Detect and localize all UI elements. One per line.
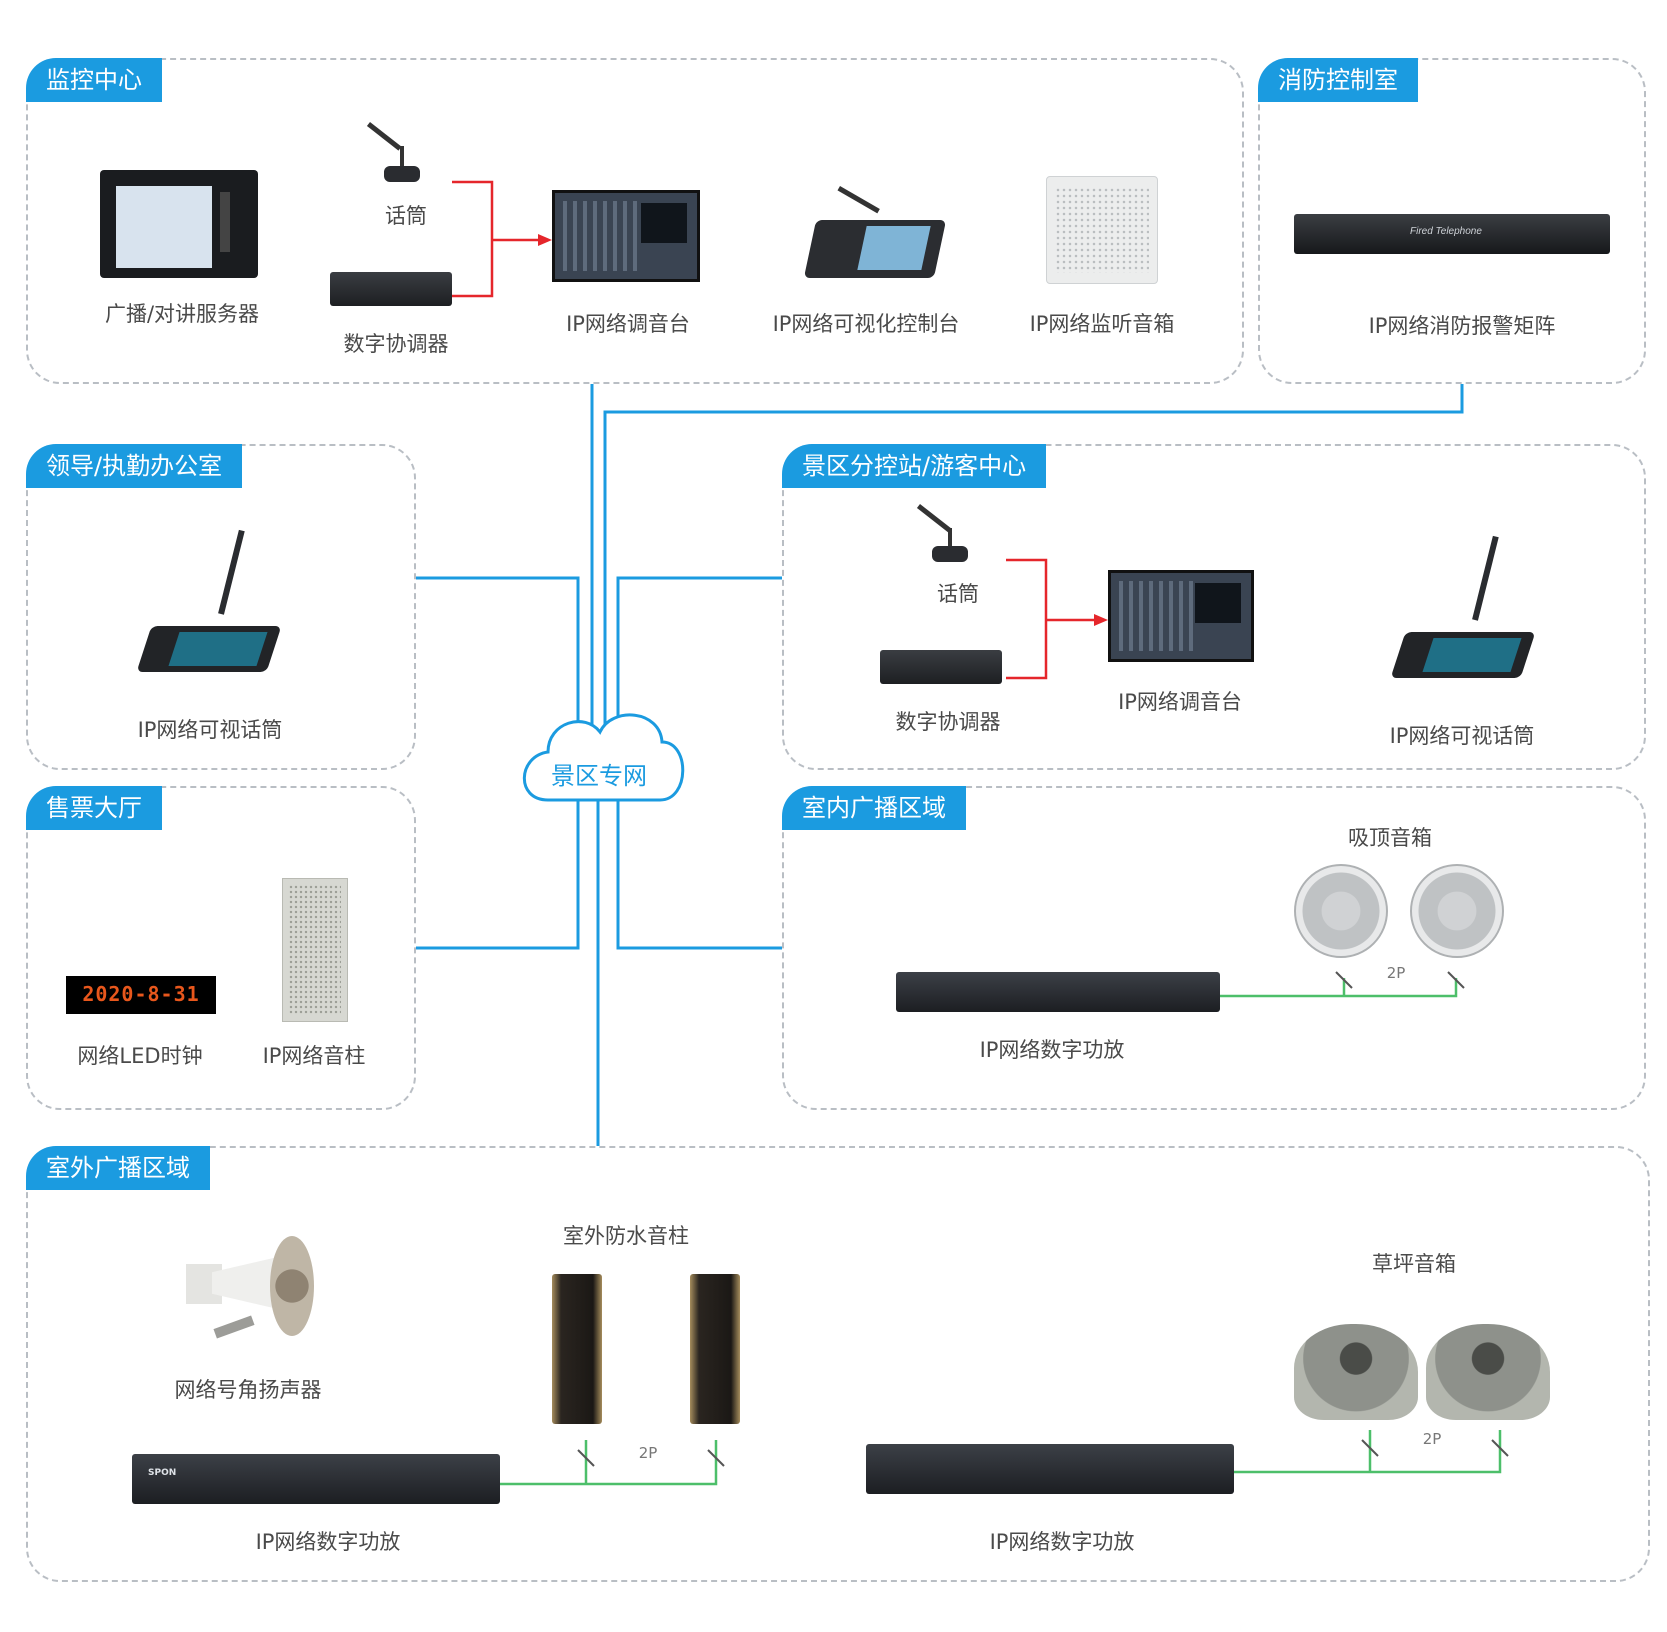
horn-speaker-label: 网络号角扬声器 — [174, 1378, 322, 1402]
coordinator-icon — [330, 272, 452, 306]
ceiling-speaker-icon — [1294, 864, 1388, 958]
microphone-icon — [364, 118, 434, 188]
branch-visual-mic-label: IP网络可视话筒 — [1389, 724, 1535, 748]
lawn-speaker-icon — [1426, 1324, 1550, 1420]
link-fire — [603, 384, 1464, 730]
branch-mixer-icon — [1108, 570, 1254, 662]
mixer-label: IP网络调音台 — [566, 312, 690, 336]
monitor-speaker-label: IP网络监听音箱 — [1029, 312, 1175, 336]
waterproof-column-label: 室外防水音柱 — [563, 1224, 689, 1248]
cloud-label: 景区专网 — [551, 762, 647, 790]
lawn-speaker-icon — [1294, 1324, 1418, 1420]
coordinator-label: 数字协调器 — [343, 332, 449, 356]
waterproof-column-icon — [690, 1274, 740, 1424]
zone-ticket — [26, 786, 416, 1110]
zone-fire — [1258, 58, 1646, 384]
zone-leader-title: 领导/执勤办公室 — [26, 444, 243, 488]
outdoor-wire-right-label: 2P — [1422, 1430, 1442, 1448]
ceiling-speaker-icon — [1410, 864, 1504, 958]
zone-indoor — [782, 786, 1646, 1110]
waterproof-column-icon — [552, 1274, 602, 1424]
column-speaker-icon — [282, 878, 348, 1022]
branch-mixer-label: IP网络调音台 — [1118, 690, 1242, 714]
fire-matrix-icon: Fired Telephone — [1294, 214, 1610, 254]
fire-matrix-label: IP网络消防报警矩阵 — [1368, 314, 1556, 338]
branch-microphone-icon — [914, 502, 984, 568]
mic-label: 话筒 — [385, 204, 427, 228]
zone-monitor-title: 监控中心 — [26, 58, 162, 102]
zone-outdoor — [26, 1146, 1650, 1582]
ceiling-speaker-label: 吸顶音箱 — [1348, 826, 1432, 850]
link-leader — [416, 576, 580, 730]
console-label: IP网络可视化控制台 — [772, 312, 960, 336]
indoor-wire-label: 2P — [1386, 964, 1406, 982]
led-clock-icon: 2020-8-31 — [66, 976, 216, 1014]
leader-visual-mic-label: IP网络可视话筒 — [137, 718, 283, 742]
console-icon — [800, 186, 947, 282]
lawn-speaker-label: 草坪音箱 — [1372, 1252, 1456, 1276]
branch-coordinator-icon — [880, 650, 1002, 684]
outdoor-amplifier-right-label: IP网络数字功放 — [989, 1530, 1135, 1554]
server-icon — [100, 170, 258, 278]
zone-branch-title: 景区分控站/游客中心 — [782, 444, 1047, 488]
branch-visual-mic-icon — [1390, 534, 1536, 682]
led-clock-label: 网络LED时钟 — [77, 1044, 203, 1068]
link-ticket — [416, 790, 580, 950]
indoor-amplifier-icon — [896, 972, 1220, 1012]
visual-mic-icon — [136, 528, 282, 676]
indoor-amplifier-label: IP网络数字功放 — [979, 1038, 1125, 1062]
cloud-icon — [522, 713, 685, 802]
monitor-speaker-icon — [1046, 176, 1158, 284]
outdoor-amplifier-right-icon — [866, 1444, 1234, 1494]
zone-branch — [782, 444, 1646, 770]
column-speaker-label: IP网络音柱 — [262, 1044, 366, 1068]
fire-matrix-brand: Fired Telephone — [1410, 226, 1482, 237]
branch-mic-label: 话筒 — [937, 582, 979, 606]
amp-brand: SPON — [148, 1468, 177, 1478]
zone-fire-title: 消防控制室 — [1258, 58, 1418, 102]
server-label: 广播/对讲服务器 — [104, 302, 260, 326]
outdoor-amplifier-left-icon: SPON — [132, 1454, 500, 1504]
branch-coordinator-label: 数字协调器 — [895, 710, 1001, 734]
outdoor-wire-left-label: 2P — [638, 1444, 658, 1462]
led-clock-display: 2020-8-31 — [82, 982, 200, 1006]
outdoor-amplifier-left-label: IP网络数字功放 — [255, 1530, 401, 1554]
zone-ticket-title: 售票大厅 — [26, 786, 162, 830]
horn-speaker-icon — [186, 1236, 320, 1354]
zone-indoor-title: 室内广播区域 — [782, 786, 966, 830]
zone-monitor — [26, 58, 1244, 384]
link-indoor — [616, 790, 782, 950]
mixer-icon — [552, 190, 700, 282]
link-branch — [616, 576, 782, 730]
zone-outdoor-title: 室外广播区域 — [26, 1146, 210, 1190]
